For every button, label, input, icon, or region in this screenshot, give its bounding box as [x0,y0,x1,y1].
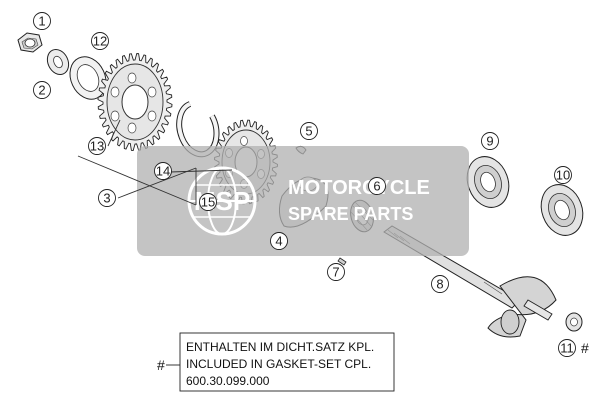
svg-text:1: 1 [38,14,45,29]
callout-11: 11 [558,339,576,357]
svg-text:8: 8 [436,277,443,292]
part-10-ball-bearing [540,184,584,236]
callout-15: 15 [199,193,217,211]
svg-text:14: 14 [156,164,170,179]
svg-text:3: 3 [103,191,110,206]
svg-text:4: 4 [275,234,282,249]
note-line-3: 600.30.099.000 [186,374,270,388]
part-1-nut [17,32,43,53]
callout-4: 4 [270,232,288,250]
svg-text:9: 9 [486,134,493,149]
svg-text:6: 6 [373,179,380,194]
svg-text:5: 5 [305,124,312,139]
svg-text:7: 7 [332,265,339,280]
gasket-note: # ENTHALTEN IM DICHT.SATZ KPL. INCLUDED … [157,332,395,392]
svg-text:15: 15 [201,195,215,210]
callout-13: 13 [88,137,106,155]
watermark-band [137,146,469,256]
callout-6: 6 [368,177,386,195]
note-line-2: INCLUDED IN GASKET-SET CPL. [186,357,371,371]
callout-8: 8 [431,275,449,293]
callout-7: 7 [327,263,345,281]
svg-text:12: 12 [93,34,107,49]
svg-text:13: 13 [90,139,104,154]
part-7-pin [337,257,347,266]
callout-9: 9 [481,132,499,150]
part-11-bushing [565,312,583,332]
part-9-ball-bearing [466,156,510,208]
svg-text:10: 10 [556,168,570,183]
part-12-shim-ring [69,56,107,100]
callout-12: 12 [91,32,109,50]
watermark: MSP MOTORCYCLE SPARE PARTS [137,146,469,256]
hash-mark-right: # [581,340,589,356]
part-2-washer [46,48,70,76]
part-13-balancer-gear [97,53,173,151]
callout-14: 14 [154,162,172,180]
callout-3: 3 [98,189,116,207]
leader-lines [77,119,233,206]
svg-text:11: 11 [560,341,574,356]
hash-mark-left: # [157,357,165,373]
callout-5: 5 [300,122,318,140]
callout-1: 1 [33,12,51,30]
callout-10: 10 [554,166,572,184]
note-line-1: ENTHALTEN IM DICHT.SATZ KPL. [186,340,374,354]
svg-text:2: 2 [38,83,45,98]
watermark-line2: SPARE PARTS [288,204,413,224]
callout-2: 2 [33,81,51,99]
watermark-line1: MOTORCYCLE [288,177,430,199]
